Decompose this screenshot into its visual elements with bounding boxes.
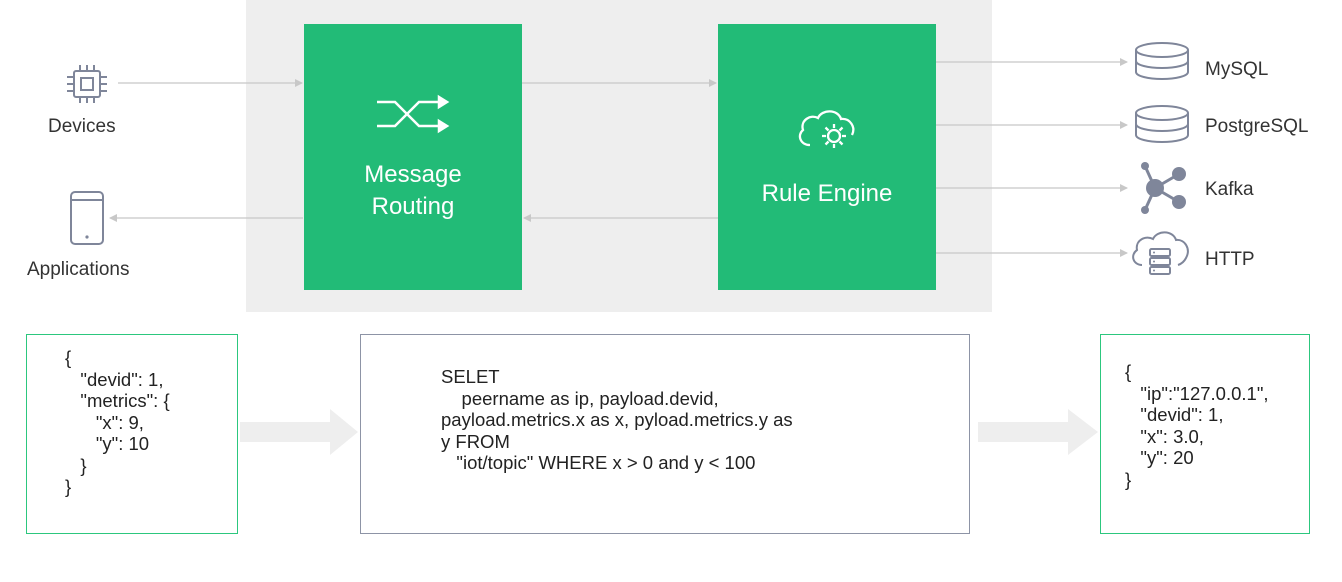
input-to-sql-flow-arrow xyxy=(240,409,358,455)
smartphone-icon xyxy=(68,190,106,246)
sql-to-output-flow-arrow xyxy=(978,409,1098,455)
sql-rule-code: SELET peername as ip, payload.devid, pay… xyxy=(441,366,793,473)
sink-label-kafka: Kafka xyxy=(1205,179,1254,200)
devices-label: Devices xyxy=(48,116,116,137)
cloud-gear-icon xyxy=(794,105,860,160)
database-icon xyxy=(1133,104,1191,144)
input-json-code: { "devid": 1, "metrics": { "x": 9, "y": … xyxy=(65,347,170,497)
message-routing-title-line1: Message xyxy=(364,160,462,188)
rule-engine-title: Rule Engine xyxy=(761,179,893,207)
sink-label-postgresql: PostgreSQL xyxy=(1205,116,1309,137)
message-routing-box: Message Routing xyxy=(304,24,522,290)
message-routing-title-line2: Routing xyxy=(371,192,455,220)
shuffle-icon xyxy=(373,92,453,141)
sink-label-http: HTTP xyxy=(1205,249,1255,270)
sink-label-mysql: MySQL xyxy=(1205,59,1269,80)
kafka-icon xyxy=(1133,160,1189,216)
database-icon xyxy=(1133,41,1191,81)
rule-engine-box: Rule Engine xyxy=(718,24,936,290)
cloud-server-icon xyxy=(1128,227,1192,279)
output-json-box: { "ip":"127.0.0.1", "devid": 1, "x": 3.0… xyxy=(1100,334,1310,534)
sql-rule-box: SELET peername as ip, payload.devid, pay… xyxy=(360,334,970,534)
applications-label: Applications xyxy=(27,259,130,280)
output-json-code: { "ip":"127.0.0.1", "devid": 1, "x": 3.0… xyxy=(1125,361,1269,490)
chip-icon xyxy=(64,63,110,105)
input-json-box: { "devid": 1, "metrics": { "x": 9, "y": … xyxy=(26,334,238,534)
